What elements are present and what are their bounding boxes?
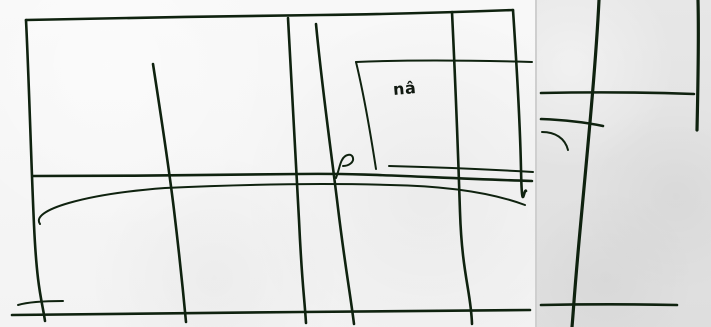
right-border-line bbox=[513, 10, 526, 197]
right-curved-mark bbox=[542, 132, 568, 150]
inset-box-bottom bbox=[389, 166, 533, 172]
vertical-line-2 bbox=[288, 18, 306, 323]
curved-band-line bbox=[39, 184, 525, 224]
lower-left-stroke bbox=[18, 301, 63, 305]
right-vertical-main bbox=[572, 0, 599, 327]
inset-box-top bbox=[356, 61, 532, 63]
right-mid-horizontal bbox=[541, 119, 603, 126]
right-vertical-side bbox=[697, 0, 698, 130]
bottom-border-line bbox=[12, 310, 530, 315]
top-border-line bbox=[26, 10, 513, 20]
right-bottom-horizontal bbox=[541, 304, 677, 305]
left-border-line bbox=[26, 20, 45, 321]
middle-horizontal-line bbox=[33, 174, 532, 181]
vertical-line-1 bbox=[153, 64, 186, 322]
right-top-horizontal bbox=[541, 92, 694, 94]
inset-box-left bbox=[356, 62, 376, 169]
handwritten-label: nâ bbox=[392, 78, 417, 99]
